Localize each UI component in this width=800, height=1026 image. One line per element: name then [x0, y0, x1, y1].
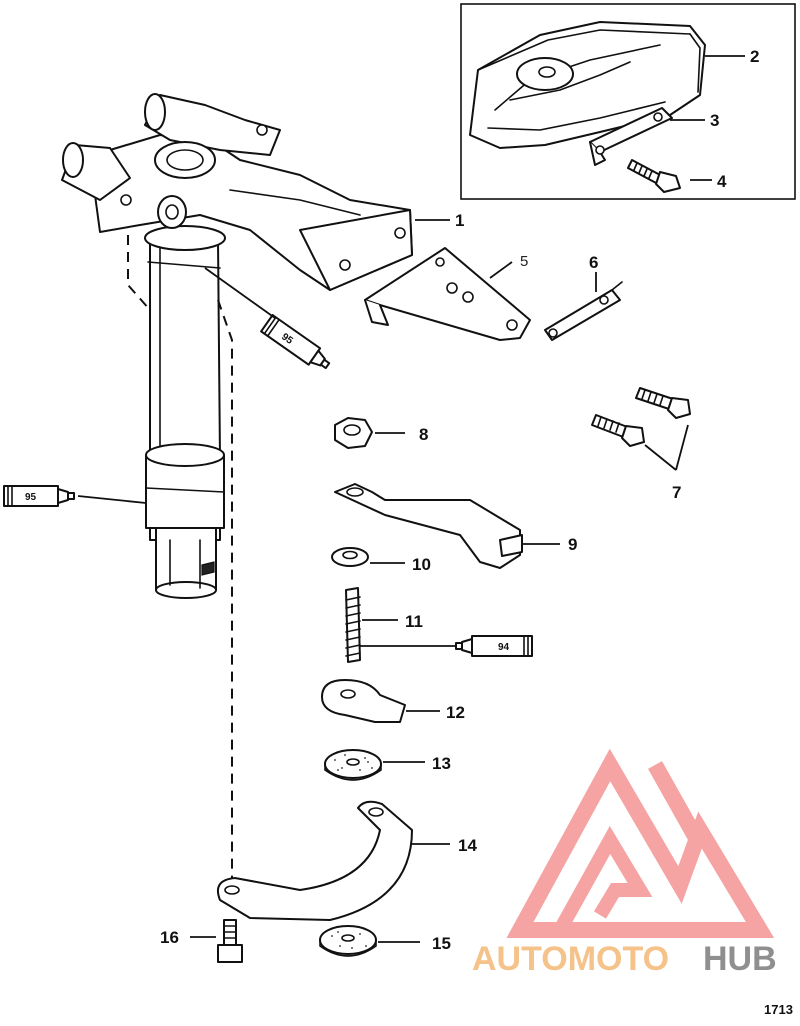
- callout-13: 13: [432, 754, 451, 773]
- watermark-text: AUTOMOTO HUB: [472, 940, 777, 978]
- watermark-text-part2: HUB: [703, 940, 777, 978]
- part-11-stud: [345, 587, 361, 663]
- part-6-lock-tab: [544, 281, 623, 341]
- sealant-tube-b-label: 95: [25, 492, 37, 503]
- part-7-bolts: [591, 387, 691, 447]
- sealant-tube-b: 95: [3, 485, 75, 507]
- callout-8: 8: [419, 425, 428, 444]
- part-5-plate: [364, 247, 531, 341]
- sealant-tube-a: 95: [260, 314, 331, 370]
- callout-1: 1: [455, 211, 464, 230]
- callout-10: 10: [412, 555, 431, 574]
- watermark-logo: [506, 748, 775, 938]
- part-12-tab-washer: [321, 679, 406, 723]
- callout-4: 4: [717, 172, 727, 191]
- callout-7: 7: [672, 483, 681, 502]
- part-9-link-arm: [334, 483, 523, 569]
- callout-5: 5: [520, 253, 528, 270]
- figure-number: 1713: [764, 1002, 793, 1017]
- part-13-friction-pad: [324, 749, 382, 781]
- watermark-text-part1: AUTOMOTO: [472, 940, 669, 978]
- sealant-tube-c: 94: [455, 635, 533, 657]
- part-2-cover: [469, 21, 706, 149]
- part-10-washer: [331, 547, 369, 567]
- callout-numbers: 1 2 3 4 5 6 7 8 9 10 11 12 13 14 15 16: [160, 47, 759, 953]
- callout-3: 3: [710, 111, 719, 130]
- callout-6: 6: [589, 253, 598, 272]
- part-3-bracket: [589, 107, 673, 166]
- callout-12: 12: [446, 703, 465, 722]
- inset-frame: [460, 3, 796, 200]
- callout-11: 11: [405, 612, 423, 631]
- leader-lines: [77, 55, 745, 943]
- alignment-dash-line: [127, 235, 233, 880]
- callout-16: 16: [160, 928, 179, 947]
- part-16-bolt: [217, 919, 243, 963]
- sealant-tube-c-label: 94: [498, 642, 510, 653]
- callout-15: 15: [432, 934, 451, 953]
- part-15-friction-pad: [319, 925, 377, 957]
- callout-9: 9: [568, 535, 577, 554]
- part-1-swivel-head: [61, 93, 413, 599]
- part-8-nut: [334, 417, 373, 449]
- callout-14: 14: [458, 836, 477, 855]
- part-14-arc-link: [216, 800, 413, 921]
- callout-2: 2: [750, 47, 759, 66]
- part-4-bolt: [627, 159, 681, 193]
